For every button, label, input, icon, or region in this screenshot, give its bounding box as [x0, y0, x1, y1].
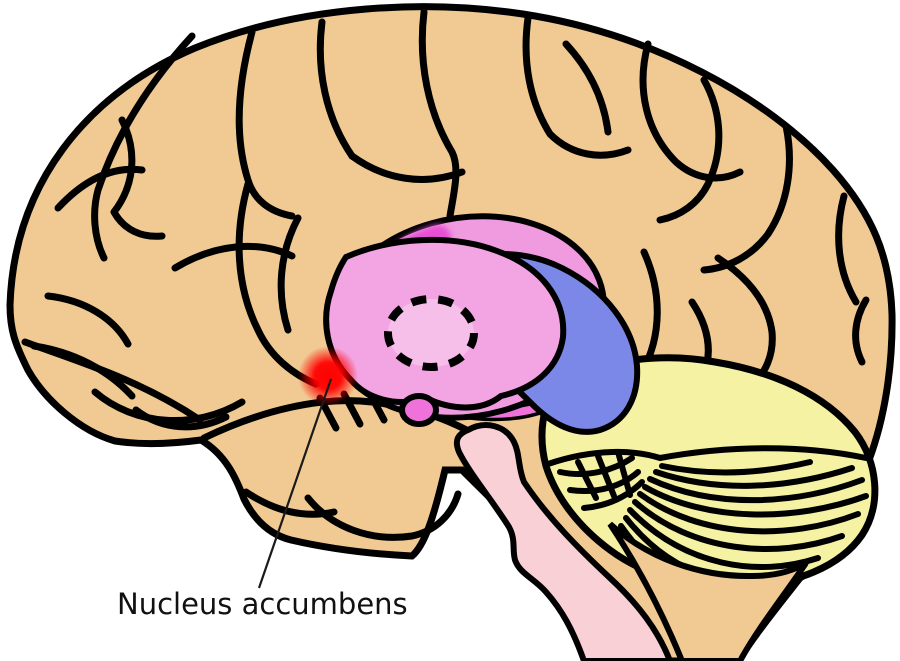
- limbic-structures: [323, 213, 641, 435]
- spinal-cord-strip: [607, 521, 809, 661]
- folia-line: [557, 455, 635, 478]
- folia-line: [632, 499, 845, 552]
- sulcus-line: [44, 292, 132, 348]
- folia-line: [615, 449, 633, 498]
- sulcus-line: [316, 18, 356, 160]
- sulcus-line: [242, 488, 338, 518]
- sulcus-line: [522, 14, 632, 159]
- sulcus-line: [304, 490, 462, 541]
- brainstem: [453, 422, 674, 661]
- sulcus-line: [110, 116, 166, 240]
- sulci-lines: [21, 8, 870, 541]
- sulcus-line: [656, 76, 723, 224]
- sulcus-line: [91, 388, 246, 425]
- folia-line: [627, 507, 821, 570]
- sulcus-line: [235, 180, 320, 388]
- folia-line: [659, 459, 813, 476]
- sulcus-line: [835, 192, 860, 306]
- mammillary-body: [399, 393, 439, 427]
- nucleus-accumbens-highlight: [298, 346, 358, 406]
- sulcus-line: [852, 296, 870, 366]
- folia-line: [545, 445, 869, 467]
- sulcus-line: [348, 152, 466, 183]
- folia-line: [595, 453, 617, 499]
- sulcus-line: [562, 40, 612, 136]
- folia-line: [653, 465, 855, 489]
- sulcus-line: [639, 40, 744, 182]
- nucleus-accumbens-label: Nucleus accumbens: [117, 587, 408, 621]
- folia-line: [647, 476, 865, 504]
- sulcus-line: [235, 28, 296, 220]
- folia-line: [575, 459, 599, 501]
- leader-line: [257, 378, 333, 589]
- sulcus-line: [132, 406, 230, 431]
- folia-line: [581, 479, 645, 511]
- thalamus-dashed-outline: [384, 295, 478, 371]
- sulcus-line: [21, 338, 204, 424]
- sulcus-line: [277, 214, 302, 334]
- folia-line: [642, 484, 869, 518]
- sulcus-line: [418, 8, 460, 220]
- folia-line: [637, 491, 861, 535]
